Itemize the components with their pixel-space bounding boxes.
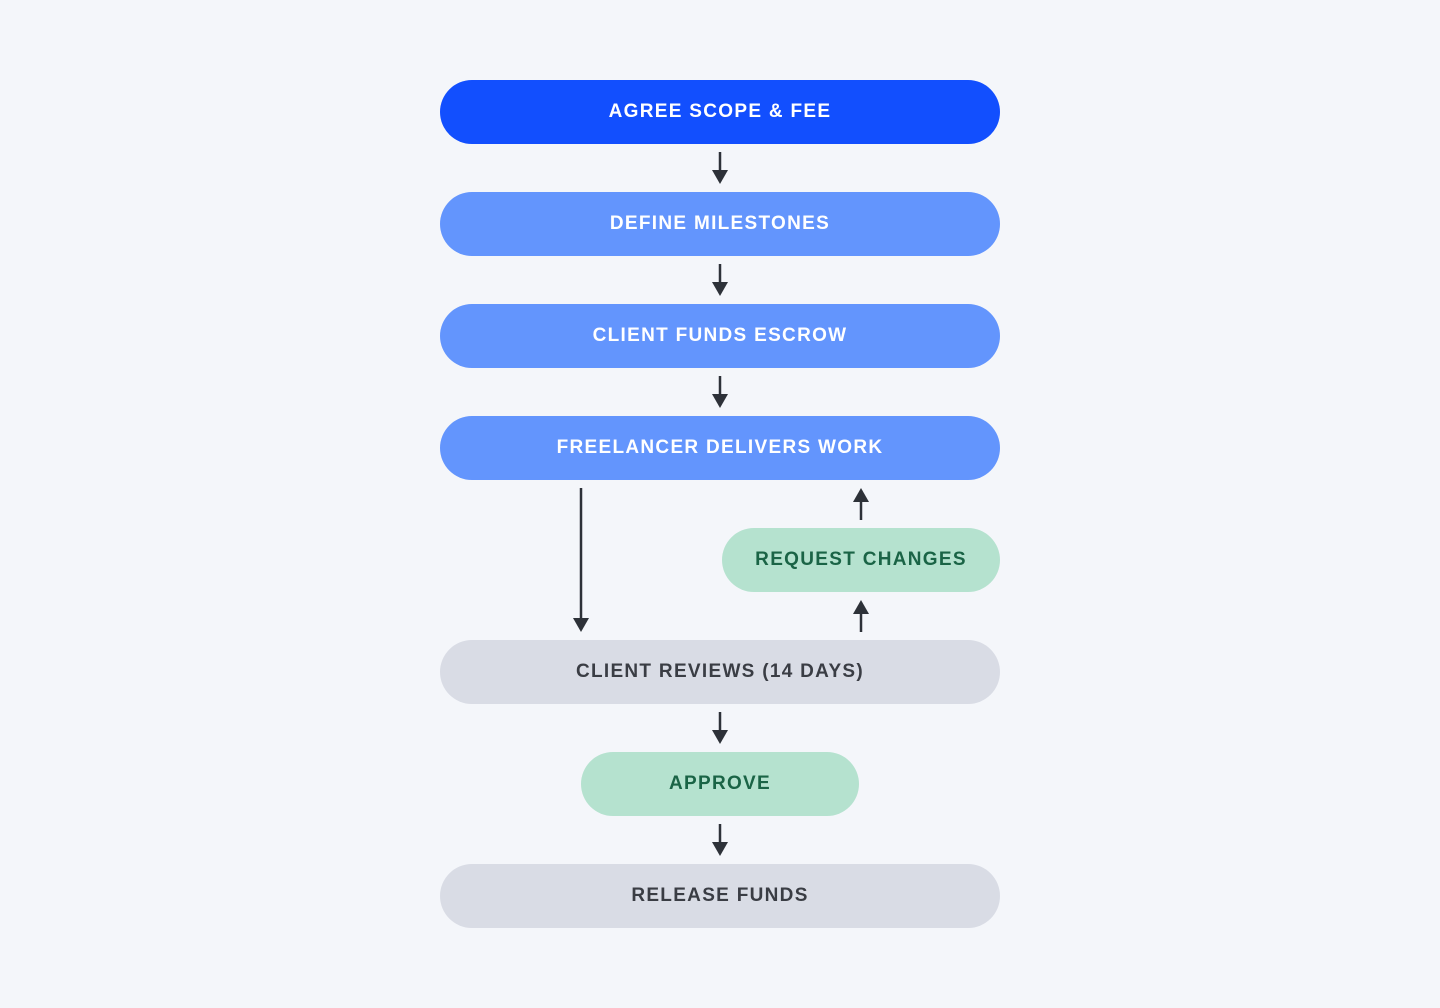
node-request-changes: REQUEST CHANGES bbox=[722, 528, 1000, 592]
node-funds-label: CLIENT FUNDS ESCROW bbox=[592, 325, 848, 346]
node-approve: APPROVE bbox=[581, 752, 859, 816]
node-review-label: CLIENT REVIEWS (14 DAYS) bbox=[575, 661, 865, 682]
node-release-label: RELEASE FUNDS bbox=[631, 885, 809, 906]
arrow-funds-to-deliver bbox=[712, 376, 728, 408]
arrow-approve-to-release bbox=[712, 824, 728, 856]
arrow-request-to-deliver bbox=[853, 488, 869, 520]
node-client-funds-escrow: CLIENT FUNDS ESCROW bbox=[440, 304, 1000, 368]
arrow-define-to-funds bbox=[712, 264, 728, 296]
node-freelancer-delivers-work: FREELANCER DELIVERS WORK bbox=[440, 416, 1000, 480]
arrow-review-to-request bbox=[853, 600, 869, 632]
arrow-agree-to-define bbox=[712, 152, 728, 184]
node-agree-label: AGREE SCOPE & FEE bbox=[608, 101, 832, 122]
node-request-label: REQUEST CHANGES bbox=[755, 549, 967, 570]
node-define-label: DEFINE MILESTONES bbox=[609, 213, 831, 234]
node-approve-label: APPROVE bbox=[668, 773, 771, 794]
node-agree-scope-fee: AGREE SCOPE & FEE bbox=[440, 80, 1000, 144]
node-client-reviews: CLIENT REVIEWS (14 DAYS) bbox=[440, 640, 1000, 704]
arrow-review-to-approve bbox=[712, 712, 728, 744]
node-release-funds: RELEASE FUNDS bbox=[440, 864, 1000, 928]
node-define-milestones: DEFINE MILESTONES bbox=[440, 192, 1000, 256]
arrow-deliver-to-review bbox=[573, 488, 589, 632]
node-deliver-label: FREELANCER DELIVERS WORK bbox=[556, 437, 884, 458]
